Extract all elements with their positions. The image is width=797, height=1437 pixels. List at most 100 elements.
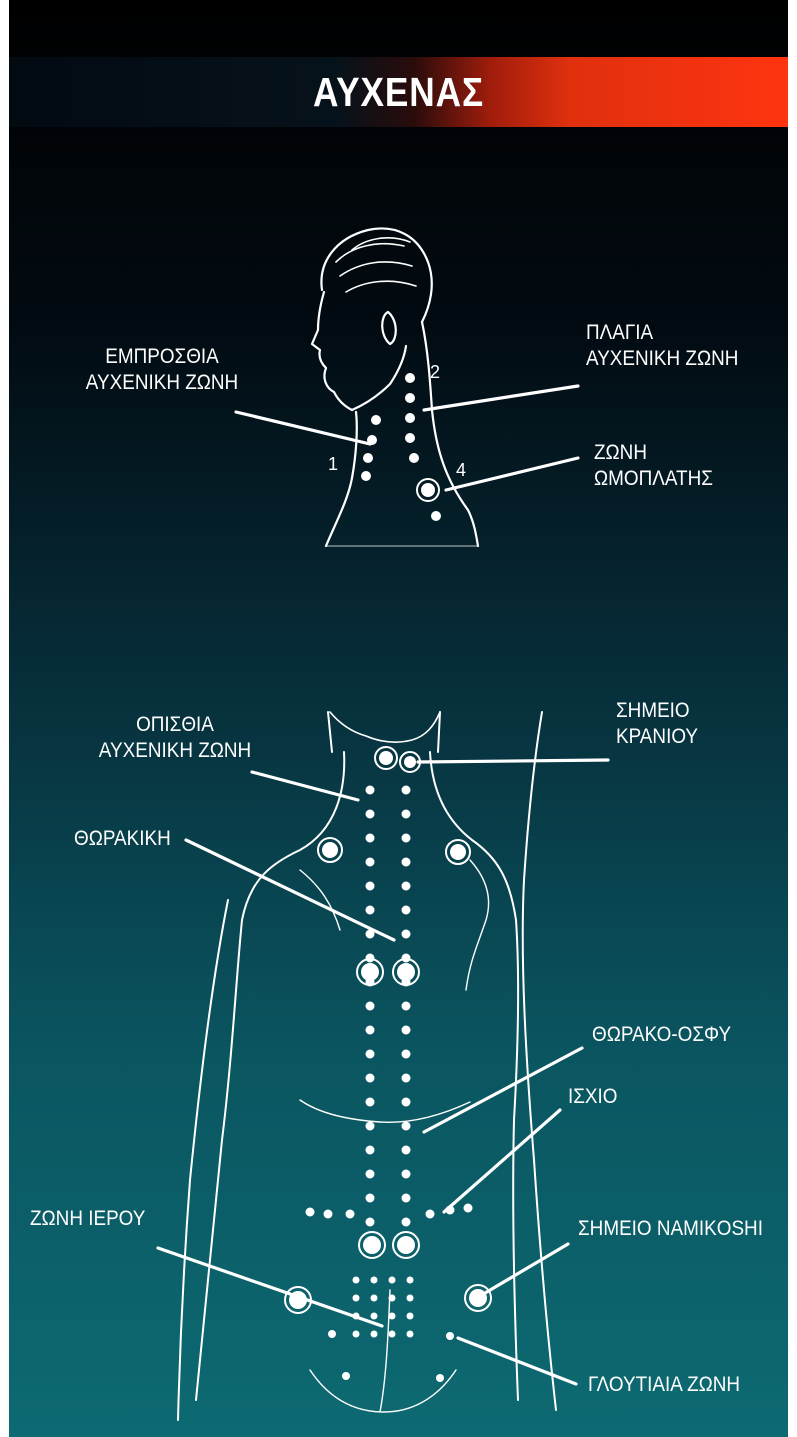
spine-right-point — [402, 1146, 411, 1155]
spine-large-point — [397, 963, 415, 981]
back-torso-figure — [178, 712, 556, 1420]
ischium-point — [426, 1210, 435, 1219]
gluteal-point — [342, 1372, 350, 1380]
spine-large-point — [363, 1236, 381, 1254]
jaw — [352, 346, 406, 410]
spine-right-point — [402, 1218, 411, 1227]
head-profile-figure: 1 2 4 — [312, 228, 478, 546]
spine-left-point — [366, 1050, 375, 1059]
spine-large-point — [397, 1236, 415, 1254]
label-thoraco-lumbar: ΘΩΡΑΚΟ-ΟΣΦΥ — [592, 1022, 731, 1048]
sacral-point — [407, 1331, 414, 1338]
spine-left-point — [366, 834, 375, 843]
shoulder-point — [450, 844, 466, 860]
label-cranial-point: ΣΗΜΕΙΟ ΚΡΑΝΙΟΥ — [616, 698, 698, 750]
spine-right-point — [402, 1074, 411, 1083]
leader-lateral-cervical — [424, 386, 578, 410]
label-posterior-cervical-line1: ΟΠΙΣΘΙΑ — [81, 712, 270, 738]
spine-right-point — [402, 882, 411, 891]
spine-right-point — [402, 1170, 411, 1179]
spine-right-point — [402, 1098, 411, 1107]
gluteal-point — [328, 1330, 336, 1338]
spine-right-point — [402, 834, 411, 843]
label-posterior-cervical: ΟΠΙΣΘΙΑ ΑΥΧΕΝΙΚΗ ΖΩΝΗ — [81, 712, 270, 764]
cranial-point — [379, 751, 393, 765]
label-lateral-cervical: ΠΛΑΓΙΑ ΑΥΧΕΝΙΚΗ ΖΩΝΗ — [586, 320, 738, 372]
label-lateral-cervical-line1: ΠΛΑΓΙΑ — [586, 320, 738, 346]
spine-left-point — [366, 882, 375, 891]
head-lateral-point — [405, 433, 415, 443]
spine-left-point — [366, 858, 375, 867]
spine-right-point — [402, 906, 411, 915]
label-gluteal-zone: ΓΛΟΥΤΙΑΙΑ ΖΩΝΗ — [588, 1372, 740, 1398]
label-front-cervical: ΕΜΠΡΟΣΘΙΑ ΑΥΧΕΝΙΚΗ ΖΩΝΗ — [63, 344, 261, 396]
spine-right-point — [402, 930, 411, 939]
label-front-cervical-line2: ΑΥΧΕΝΙΚΗ ΖΩΝΗ — [63, 370, 261, 396]
spine-left-point — [366, 1194, 375, 1203]
sacral-point — [371, 1331, 378, 1338]
leader-ischium — [444, 1110, 560, 1212]
ischium-point — [346, 1210, 355, 1219]
spine-left-point — [366, 1026, 375, 1035]
label-cranial-point-line1: ΣΗΜΕΙΟ — [616, 698, 698, 724]
leader-thoraco-lumbar — [424, 1048, 582, 1132]
hair-outline — [321, 228, 431, 322]
sacral-point — [389, 1277, 396, 1284]
gluteal-point — [446, 1332, 454, 1340]
label-cranial-point-line2: ΚΡΑΝΙΟΥ — [616, 724, 698, 750]
label-scapula-line2: ΩΜΟΠΛΑΤΗΣ — [594, 466, 713, 492]
spine-right-point — [402, 810, 411, 819]
label-thoracic: ΘΩΡΑΚΙΚΗ — [74, 826, 171, 852]
spine-left-point — [366, 1122, 375, 1131]
spine-right-point — [402, 1050, 411, 1059]
head-front-point — [371, 415, 381, 425]
spine-right-point — [402, 786, 411, 795]
spine-left-point — [366, 1170, 375, 1179]
spine-left-point — [366, 786, 375, 795]
label-sacral-zone: ΖΩΝΗ ΙΕΡΟΥ — [30, 1206, 145, 1232]
head-base-right — [438, 712, 440, 752]
leader-front-cervical — [236, 412, 370, 444]
spine-right-point — [402, 1194, 411, 1203]
head-mark-1: 1 — [328, 454, 338, 474]
label-namikoshi-point: ΣΗΜΕΙΟ NAMIKOSHI — [578, 1216, 763, 1242]
waist-line — [300, 1100, 470, 1122]
face-profile — [312, 292, 352, 410]
spine-right-point — [402, 1122, 411, 1131]
label-posterior-cervical-line2: ΑΥΧΕΝΙΚΗ ΖΩΝΗ — [81, 738, 270, 764]
head-lateral-point — [405, 373, 415, 383]
label-scapula: ΖΩΝΗ ΩΜΟΠΛΑΤΗΣ — [594, 440, 713, 492]
sacral-point — [353, 1331, 360, 1338]
hair-strands — [336, 238, 416, 292]
label-lateral-cervical-line2: ΑΥΧΕΝΙΚΗ ΖΩΝΗ — [586, 346, 738, 372]
left-neck-shoulder — [196, 752, 344, 1400]
ischium-point — [306, 1208, 315, 1217]
head-lateral-point — [405, 413, 415, 423]
head-pressure-points — [361, 373, 441, 521]
spine-left-point — [366, 1146, 375, 1155]
head-mark-4: 4 — [456, 460, 466, 480]
leader-lines — [158, 386, 608, 1384]
cranial-point — [404, 756, 416, 768]
label-front-cervical-line1: ΕΜΠΡΟΣΘΙΑ — [63, 344, 261, 370]
spine-left-point — [366, 1218, 375, 1227]
right-shoulder-blade — [466, 860, 489, 990]
shoulder-point — [322, 842, 338, 858]
neck-back — [422, 322, 478, 546]
sacral-point — [407, 1295, 414, 1302]
sacral-point — [389, 1313, 396, 1320]
head-front-point — [363, 453, 373, 463]
leader-sacral — [158, 1248, 382, 1326]
head-lateral-point — [405, 393, 415, 403]
ear — [382, 312, 396, 344]
head-lateral-point — [409, 453, 419, 463]
sacral-point — [389, 1331, 396, 1338]
sacral-point — [371, 1313, 378, 1320]
head-mark-2: 2 — [430, 362, 440, 382]
sacral-point — [407, 1313, 414, 1320]
spine-right-point — [402, 858, 411, 867]
spine-left-point — [366, 810, 375, 819]
sacral-point — [353, 1295, 360, 1302]
leader-namikoshi — [480, 1244, 568, 1296]
